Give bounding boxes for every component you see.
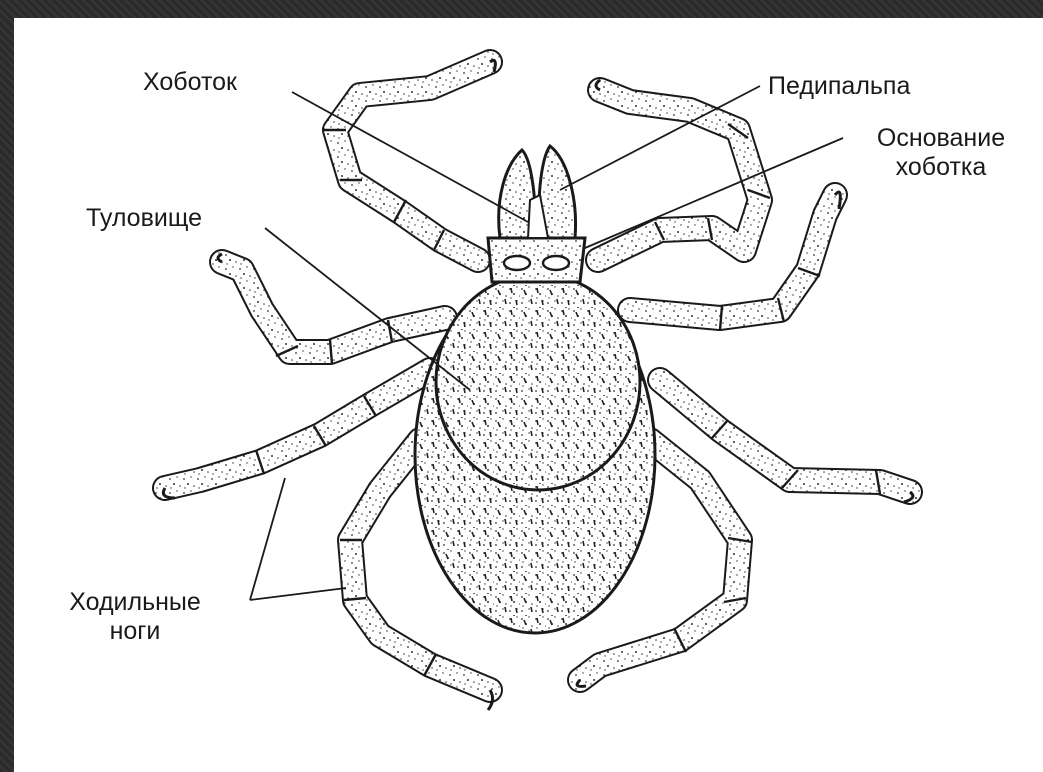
label-walking-legs-line2: ноги <box>22 617 248 646</box>
leg-right-1 <box>598 90 760 260</box>
scutum <box>436 274 640 490</box>
label-pedipalp: Педипальпа <box>768 72 910 101</box>
label-proboscis-base-line2: хоботка <box>850 153 1032 182</box>
label-walking-legs-line1: Ходильные <box>22 588 248 617</box>
proboscis-base-shape <box>488 238 585 282</box>
label-proboscis: Хоботок <box>143 68 237 97</box>
label-proboscis-base-line1: Основание <box>850 124 1032 153</box>
leg-left-1 <box>335 62 490 260</box>
label-body: Туловище <box>86 204 202 233</box>
leg-left-2 <box>222 262 445 352</box>
label-walking-legs: Ходильные ноги <box>22 588 248 646</box>
label-proboscis-base: Основание хоботка <box>850 124 1032 182</box>
